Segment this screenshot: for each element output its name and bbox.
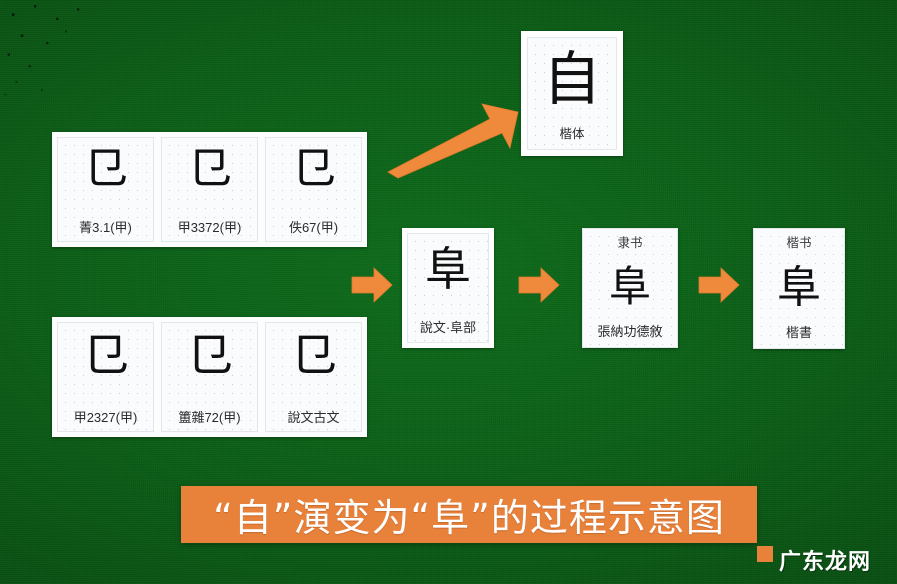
kaiti-card-inner: 自 楷体 [527,37,617,150]
glyph-kaishu: 阜 [777,261,821,313]
glyph-card[interactable]: ⺋ 簠雜72(甲) [161,322,258,432]
kaiti-card[interactable]: 自 楷体 [521,31,623,156]
kaishu-card[interactable]: 楷书 阜 楷書 [753,228,845,349]
glyph-card[interactable]: ⺋ 菁3.1(甲) [57,137,154,242]
lishu-card-label-top: 隶书 [617,236,643,250]
glyph-card-label: 說文古文 [287,410,340,425]
kaiti-card-label: 楷体 [559,126,585,141]
glyph-oracle-3: ⺋ [291,143,336,194]
glyph-seal-script: ⺋ [290,328,337,382]
glyph-oracle-5: ⺋ [186,328,233,382]
glyph-card[interactable]: ⺋ 甲2327(甲) [57,322,154,432]
lishu-card[interactable]: 隶书 阜 張納功德敘 [582,228,678,348]
glyph-shuowen: 阜 [425,242,471,296]
glyph-lishu: 阜 [608,262,651,312]
kaishu-card-label-bottom: 楷書 [785,325,812,340]
arrow-right-1 [351,267,393,303]
page-title: “自”演变为“阜”的过程示意图 [213,496,725,540]
glyph-kaiti: 自 [542,45,601,113]
glyph-card-label: 佚67(甲) [288,220,339,235]
glyph-card-label: 簠雜72(甲) [178,410,241,425]
glyph-card[interactable]: ⺋ 甲3372(甲) [161,137,258,242]
lishu-card-label-bottom: 張納功德敘 [597,324,663,339]
shuowen-card-label: 說文·阜部 [419,320,477,335]
arrow-right-2 [518,267,560,303]
glyph-oracle-1: ⺋ [83,143,128,194]
oracle-bone-group-top: ⺋ 菁3.1(甲) ⺋ 甲3372(甲) ⺋ 佚67(甲) [52,132,367,247]
shuowen-card-inner: 阜 說文·阜部 [407,233,489,343]
shuowen-card[interactable]: 阜 說文·阜部 [402,228,494,348]
title-banner: “自”演变为“阜”的过程示意图 [181,486,757,543]
glyph-card-label: 甲2327(甲) [73,410,138,425]
glyph-card[interactable]: ⺋ 說文古文 [265,322,362,432]
arrow-diagonal-up-right [387,103,519,179]
glyph-card[interactable]: ⺋ 佚67(甲) [265,137,362,242]
arrow-right-3 [698,267,740,303]
oracle-bone-group-bottom: ⺋ 甲2327(甲) ⺋ 簠雜72(甲) ⺋ 說文古文 [52,317,367,437]
glyph-card-label: 甲3372(甲) [177,220,242,235]
watermark: 广东龙网 [757,544,871,576]
watermark-square-icon [757,546,773,562]
watermark-text: 广东龙网 [779,550,872,575]
glyph-card-label: 菁3.1(甲) [79,220,132,235]
glyph-oracle-2: ⺋ [187,143,232,194]
glyph-oracle-4: ⺋ [82,328,129,382]
kaishu-card-label-top: 楷书 [786,236,812,250]
